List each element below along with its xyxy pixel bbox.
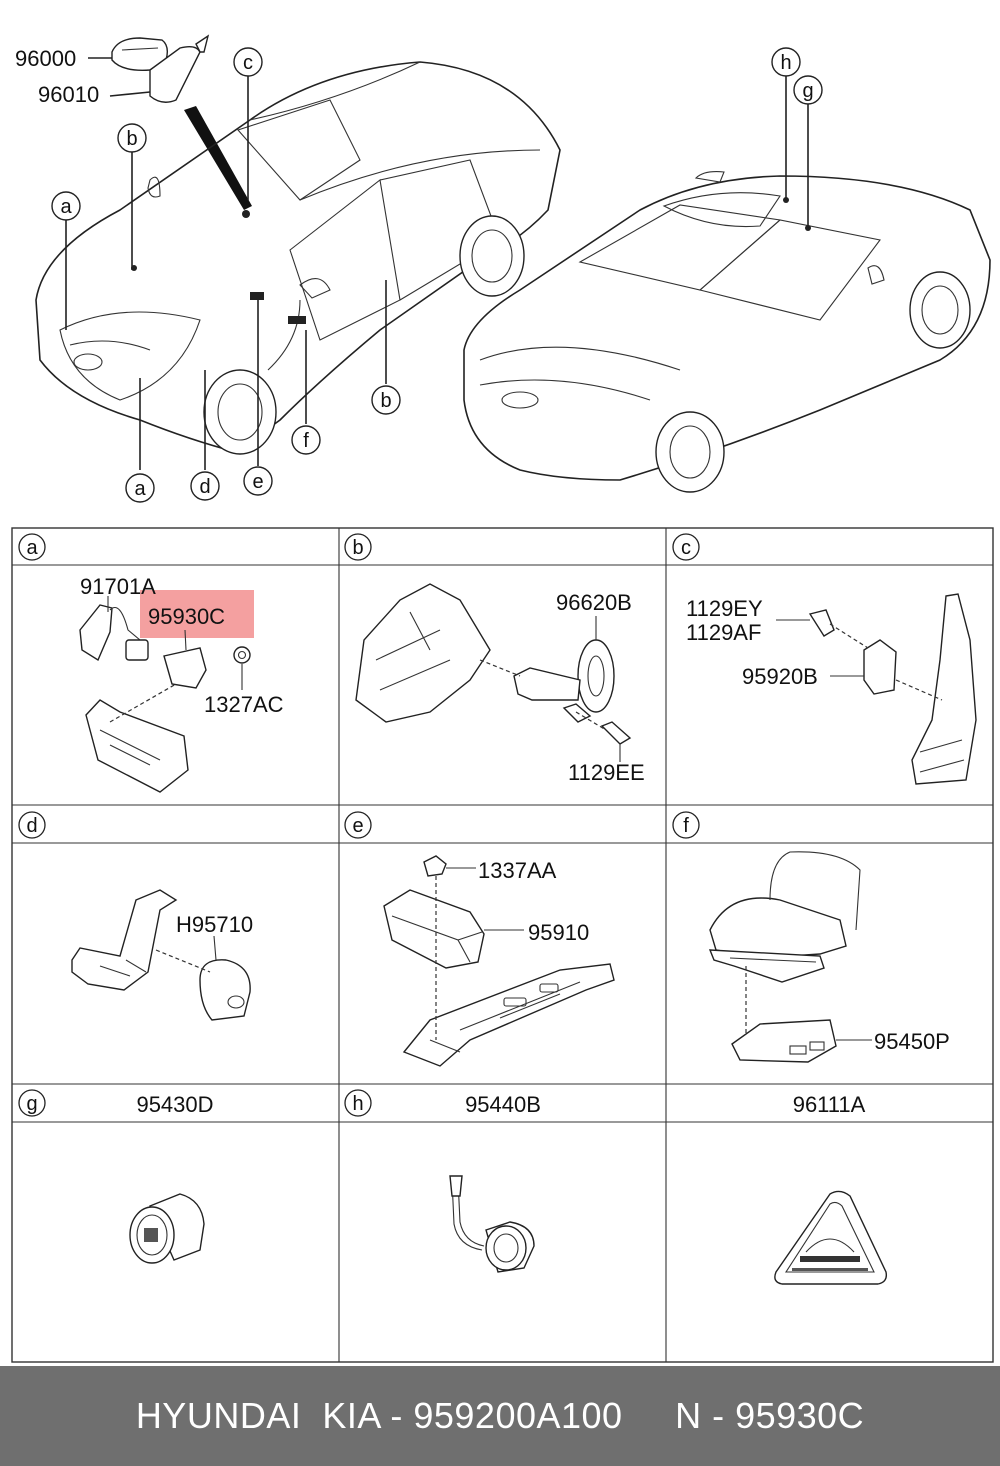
svg-text:d: d — [199, 476, 210, 498]
part-label-96010: 96010 — [38, 82, 99, 107]
overview-illustration: 96000 96010 — [15, 34, 991, 503]
cell-header-g: g — [18, 1089, 46, 1117]
part-label-95930C: 95930C — [148, 604, 225, 629]
callout-c: c — [233, 47, 263, 77]
part-label-96620B: 96620B — [556, 590, 632, 615]
callout-b-top: b — [117, 123, 147, 153]
pointer-wedge — [184, 106, 252, 210]
svg-text:b: b — [352, 537, 363, 559]
part-label-H95710: H95710 — [176, 912, 253, 937]
part-label-1327AC: 1327AC — [204, 692, 284, 717]
cell-h-part-label: 95440B — [465, 1092, 541, 1117]
callout-d: d — [190, 471, 220, 501]
svg-text:c: c — [243, 52, 253, 74]
svg-text:e: e — [352, 815, 363, 837]
cell-b-illustration — [355, 583, 632, 762]
svg-text:h: h — [352, 1093, 363, 1115]
cell-a-illustration — [79, 590, 254, 793]
svg-text:d: d — [26, 815, 37, 837]
svg-text:a: a — [60, 196, 72, 218]
parts-diagram: 96000 96010 — [11, 34, 994, 1363]
svg-text:e: e — [252, 471, 263, 493]
part-label-91701A: 91701A — [80, 574, 156, 599]
svg-text:h: h — [780, 52, 791, 74]
callout-g: g — [793, 75, 823, 105]
cell-header-c: c — [672, 533, 700, 561]
cell-g-part-label: 95430D — [136, 1092, 213, 1117]
callout-a-top: a — [51, 191, 81, 221]
svg-text:a: a — [26, 537, 38, 559]
car-front-view-illustration — [35, 61, 561, 455]
svg-text:g: g — [26, 1093, 37, 1115]
cell-header-b: b — [344, 533, 372, 561]
svg-text:b: b — [380, 390, 391, 412]
cell-f-illustration — [708, 851, 872, 1063]
part-label-1129EY: 1129EY — [686, 596, 763, 621]
smart-key-icon — [111, 34, 210, 103]
detail-grid: a b c d e f g h 95430D 95440B 96111A 917… — [11, 527, 994, 1363]
svg-text:g: g — [802, 80, 813, 102]
part-label-95450P: 95450P — [874, 1029, 950, 1054]
svg-text:c: c — [681, 537, 691, 559]
part-label-95910: 95910 — [528, 920, 589, 945]
warning-label-sticker-icon — [774, 1190, 888, 1285]
svg-text:b: b — [126, 128, 137, 150]
start-button-icon — [129, 1193, 205, 1264]
cell-header-d: d — [18, 811, 46, 839]
callout-f: f — [291, 425, 321, 455]
footer-part-number-text: HYUNDAI KIA - 959200A100 N - 95930C — [135, 1395, 865, 1436]
cell-header-e: e — [344, 811, 372, 839]
cell-header-f: f — [672, 811, 700, 839]
callout-a-bottom: a — [125, 473, 155, 503]
cell-d-illustration — [71, 889, 251, 1021]
cell-c-illustration — [776, 593, 977, 785]
part-label-96000: 96000 — [15, 46, 76, 71]
svg-text:f: f — [683, 815, 689, 837]
callout-b-bottom: b — [371, 385, 401, 415]
part-label-95920B: 95920B — [742, 664, 818, 689]
highlight-box — [140, 590, 254, 638]
callout-h: h — [771, 47, 801, 77]
part-label-1129AF: 1129AF — [686, 620, 761, 645]
part-label-1337AA: 1337AA — [478, 858, 557, 883]
car-rear-view-illustration — [463, 171, 991, 493]
immobilizer-coil-icon — [449, 1175, 535, 1273]
part-label-1129EE: 1129EE — [568, 760, 645, 785]
svg-text:a: a — [134, 478, 146, 500]
cell-header-h: h — [344, 1089, 372, 1117]
callout-e: e — [243, 466, 273, 496]
cell-i-part-label: 96111A — [793, 1092, 866, 1117]
cell-e-illustration — [383, 855, 615, 1067]
cell-header-a: a — [18, 533, 46, 561]
footer-bar: HYUNDAI KIA - 959200A100 N - 95930C — [0, 1366, 1000, 1466]
svg-text:f: f — [303, 430, 309, 452]
